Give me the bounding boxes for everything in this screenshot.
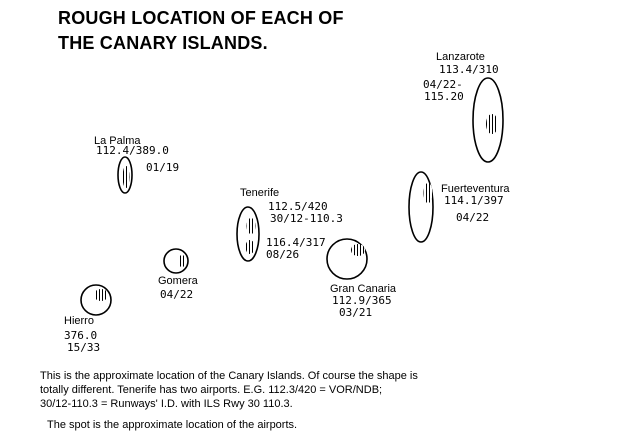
- label-hierro-rwy: 15/33: [67, 341, 101, 354]
- island-gomera: [163, 248, 189, 274]
- label-tenerife-north-rwy: 30/12-110.3: [270, 212, 343, 225]
- label-hierro-ndb: 376.0: [64, 329, 98, 342]
- label-fuerteventura-rwy: 04/22: [456, 211, 490, 224]
- label-hierro-name: Hierro: [64, 315, 94, 327]
- label-gran-canaria-vor: 112.9/365: [332, 294, 392, 307]
- airport-spot-tenerife-south: [245, 240, 255, 254]
- label-lanzarote-rwy-a: 04/22-: [423, 78, 463, 91]
- note-line-4: The spot is the approximate location of …: [47, 419, 298, 431]
- airport-spot-gran-canaria: [351, 244, 365, 256]
- note-line-3: 30/12-110.3 = Runways' I.D. with ILS Rwy…: [40, 398, 293, 410]
- label-lanzarote-vor: 113.4/310: [439, 63, 499, 76]
- label-fuerteventura-name: Fuerteventura: [441, 183, 510, 195]
- island-hierro: [80, 284, 112, 316]
- airport-spot-la-palma: [122, 166, 130, 188]
- label-gomera-name: Gomera: [158, 275, 198, 287]
- island-tenerife: [236, 206, 260, 262]
- airport-spot-fuerteventura: [423, 183, 433, 203]
- label-tenerife-south-rwy: 08/26: [266, 248, 300, 261]
- airport-spot-hierro: [94, 289, 108, 301]
- label-la-palma-name: La Palma: [94, 135, 141, 147]
- label-la-palma-vor: 112.4/389.0: [96, 144, 169, 157]
- airport-spot-lanzarote: [486, 114, 498, 134]
- island-fuerteventura: [408, 171, 434, 243]
- label-lanzarote-rwy-b: 115.20: [424, 90, 464, 103]
- label-gran-canaria-rwy: 03/21: [339, 306, 373, 319]
- label-lanzarote-name: Lanzarote: [436, 51, 485, 63]
- label-gomera-rwy: 04/22: [160, 288, 194, 301]
- note-line-1: This is the approximate location of the …: [40, 370, 418, 382]
- airport-spot-gomera: [178, 255, 186, 267]
- label-tenerife-name: Tenerife: [240, 187, 280, 199]
- island-gran-canaria: [326, 238, 368, 280]
- note-line-2: totally different. Tenerife has two airp…: [40, 384, 383, 396]
- island-lanzarote: [472, 77, 504, 163]
- label-la-palma-rwy: 01/19: [146, 161, 180, 174]
- label-fuerteventura-vor: 114.1/397: [444, 194, 504, 207]
- island-la-palma: [117, 156, 133, 194]
- title-line-2: THE CANARY ISLANDS.: [58, 33, 268, 53]
- label-tenerife-south-vor: 116.4/317: [266, 236, 326, 249]
- label-tenerife-north-vor: 112.5/420: [268, 200, 328, 213]
- airport-spot-tenerife-north: [246, 218, 256, 234]
- label-gran-canaria-name: Gran Canaria: [330, 283, 397, 295]
- title-line-1: ROUGH LOCATION OF EACH OF: [58, 8, 344, 28]
